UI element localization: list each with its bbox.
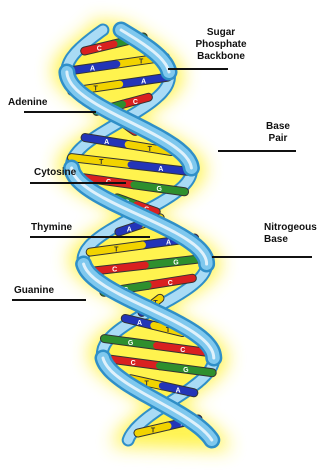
label-line: Base bbox=[264, 234, 317, 246]
base-letter: T bbox=[148, 146, 153, 153]
adenine-label: Adenine bbox=[8, 97, 47, 109]
base-letter: G bbox=[173, 260, 179, 267]
guanine-label: Guanine bbox=[14, 285, 54, 297]
base-letter: C bbox=[180, 347, 185, 354]
base-letter: A bbox=[141, 79, 146, 86]
base-letter: A bbox=[137, 320, 142, 327]
base-letter: T bbox=[94, 86, 99, 93]
base-letter: A bbox=[166, 240, 171, 247]
sugar-leader-line bbox=[168, 68, 228, 70]
adenine-leader-line bbox=[24, 111, 96, 113]
thymine-leader-line bbox=[30, 236, 150, 238]
cytosine-leader-line bbox=[30, 182, 126, 184]
guanine-leader-line bbox=[12, 299, 86, 301]
label-line: Phosphate bbox=[188, 39, 254, 51]
base-letter: A bbox=[90, 66, 95, 73]
base-letter: A bbox=[158, 166, 163, 173]
base-letter: T bbox=[139, 59, 144, 66]
base-letter: C bbox=[131, 360, 136, 367]
base-letter: A bbox=[176, 387, 181, 394]
base-letter: A bbox=[104, 139, 109, 146]
base-letter: T bbox=[99, 159, 104, 166]
label-line: Base bbox=[258, 121, 298, 133]
base-letter: T bbox=[114, 247, 119, 254]
base-letter: A bbox=[127, 226, 132, 233]
nitrogenous-base-leader-line bbox=[212, 256, 312, 258]
base-letter: C bbox=[112, 267, 117, 274]
base-letter: C bbox=[97, 46, 102, 53]
base-letter: G bbox=[157, 186, 163, 193]
nitrogenous-base-label: Nitrogeous Base bbox=[264, 222, 317, 246]
base-pair-label: Base Pair bbox=[258, 121, 298, 145]
base-letter: G bbox=[183, 367, 189, 374]
label-line: Pair bbox=[258, 133, 298, 145]
label-line: Sugar bbox=[188, 27, 254, 39]
base-pair-leader-line bbox=[218, 150, 296, 152]
base-letter: C bbox=[168, 280, 173, 287]
base-letter: T bbox=[151, 428, 156, 435]
cytosine-label: Cytosine bbox=[34, 167, 76, 179]
base-letter: G bbox=[128, 340, 134, 347]
base-letter: C bbox=[133, 99, 138, 106]
label-line: Nitrogeous bbox=[264, 222, 317, 234]
label-line: Backbone bbox=[188, 51, 254, 63]
thymine-label: Thymine bbox=[31, 222, 72, 234]
sugar-phosphate-backbone-label: Sugar Phosphate Backbone bbox=[188, 27, 254, 63]
